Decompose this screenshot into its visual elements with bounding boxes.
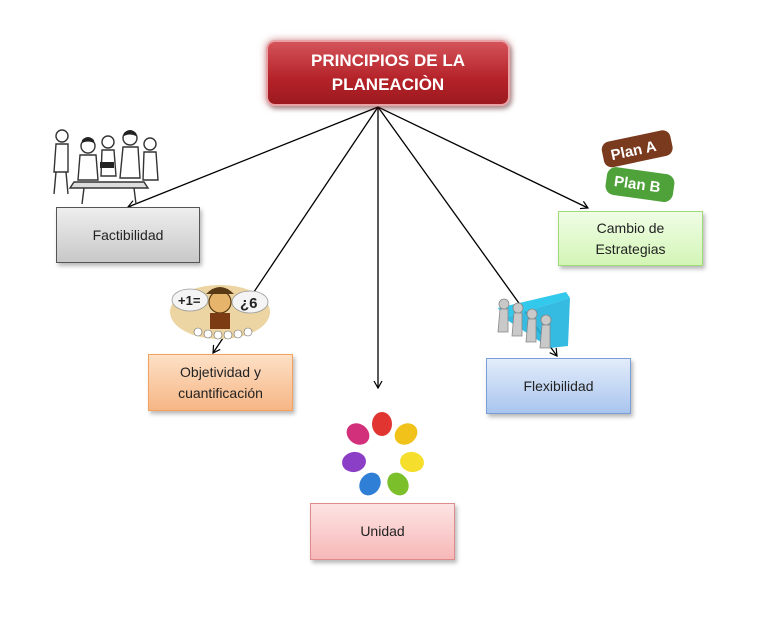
node-factibilidad-label: Factibilidad bbox=[92, 226, 164, 243]
node-flexibilidad-label: Flexibilidad bbox=[523, 377, 594, 394]
node-objetividad-line1: Objetividad y bbox=[180, 363, 261, 380]
math-left-text: +1= bbox=[178, 293, 201, 308]
math-cartoon-image: +1= ¿6 bbox=[170, 285, 270, 340]
plan-a-plan-b-image: Plan A Plan B bbox=[601, 130, 675, 202]
math-right-text: ¿6 bbox=[240, 295, 258, 312]
node-objetividad: Objetividad y cuantificación bbox=[148, 354, 293, 411]
node-cambio-line2: Estrategias bbox=[595, 240, 666, 257]
node-objetividad-line2: cuantificación bbox=[178, 384, 263, 401]
root-title-line2: PLANEACIÒN bbox=[331, 75, 445, 94]
node-unidad: Unidad bbox=[310, 503, 455, 560]
node-flexibilidad: Flexibilidad bbox=[486, 358, 631, 414]
node-cambio-estrategias: Cambio de Estrategias bbox=[558, 211, 703, 266]
root-title-line1: PRINCIPIOS DE LA bbox=[311, 51, 465, 70]
arrow-to-cambio bbox=[377, 106, 590, 210]
node-unidad-label: Unidad bbox=[360, 523, 405, 539]
root-node-principios: PRINCIPIOS DE LA PLANEACIÒN bbox=[266, 40, 510, 106]
colorful-circle-people-image bbox=[342, 412, 424, 496]
node-cambio-line1: Cambio de bbox=[596, 219, 665, 236]
meeting-people-image bbox=[53, 129, 159, 205]
tug-of-war-image bbox=[497, 292, 570, 349]
arrow-to-factibilidad bbox=[126, 106, 379, 209]
node-factibilidad: Factibilidad bbox=[56, 207, 200, 263]
plan-b-text: Plan B bbox=[613, 173, 662, 196]
